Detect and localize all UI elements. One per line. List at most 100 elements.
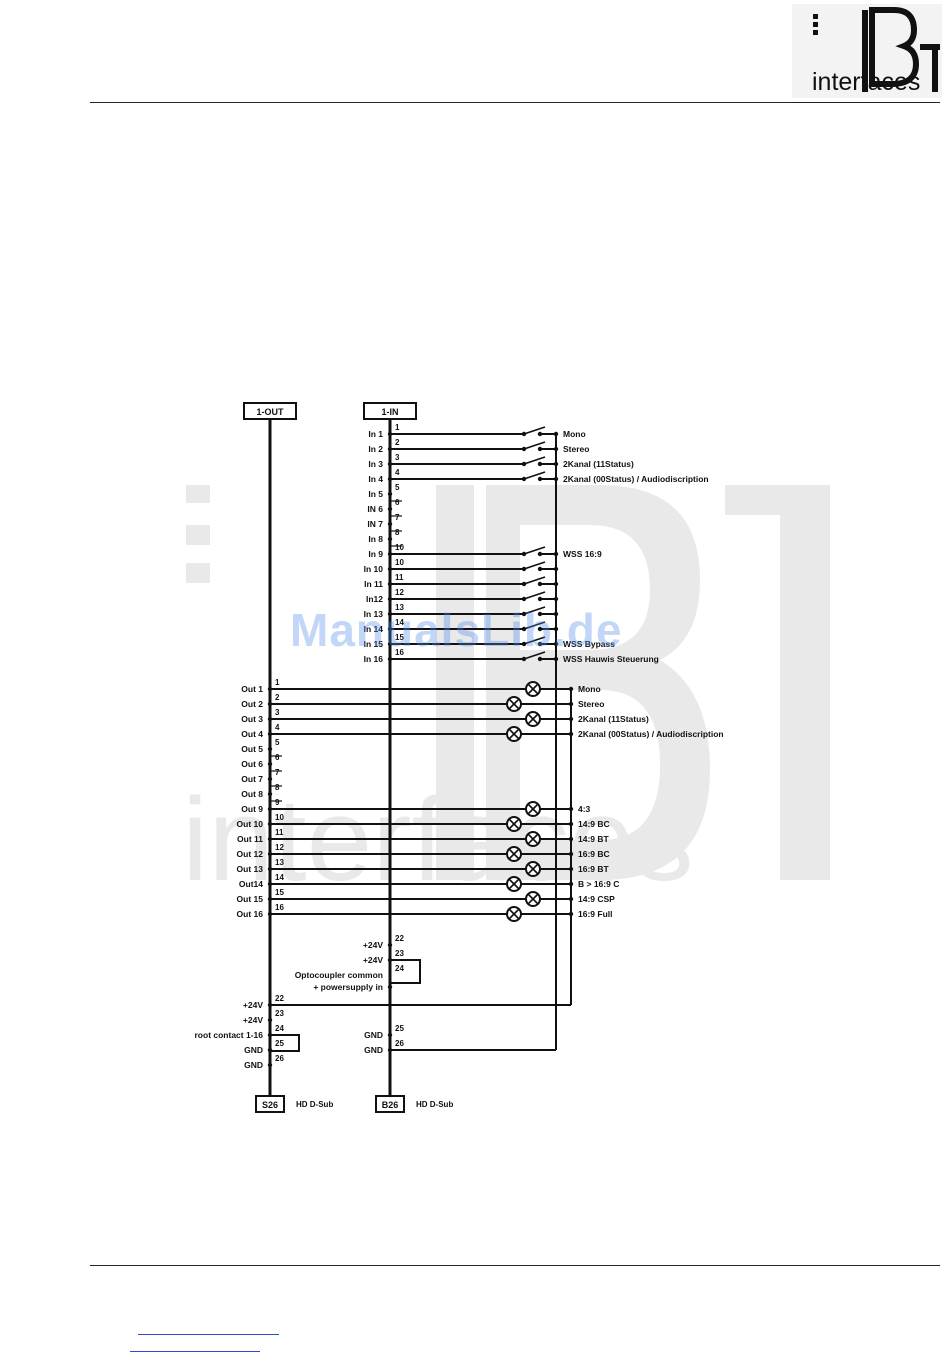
input-name: In 15 [364, 639, 384, 649]
output-name: Out 2 [241, 699, 263, 709]
output-name: Out 15 [237, 894, 264, 904]
out-header-label: 1-OUT [257, 407, 285, 417]
junction-dot [568, 731, 574, 737]
input-function: 2Kanal (00Status) / Audiodiscription [563, 474, 709, 484]
switch-blade [523, 651, 546, 660]
output-name: Out 10 [237, 819, 264, 829]
input-name: IN 6 [367, 504, 383, 514]
out-power-label: +24V [243, 1015, 263, 1025]
header-divider [90, 102, 940, 103]
input-name: In 10 [364, 564, 384, 574]
out-footer-box [255, 1095, 285, 1113]
input-name: In 16 [364, 654, 384, 664]
lamp-cross [508, 848, 520, 860]
output-pin: 4 [275, 723, 280, 732]
in-footer-type: HD D-Sub [416, 1100, 453, 1109]
in-power-pin: 24 [395, 964, 404, 973]
output-name: Out 4 [241, 729, 263, 739]
output-name: Out 3 [241, 714, 263, 724]
in-power-pin: 23 [395, 949, 404, 958]
junction-dot [568, 881, 574, 887]
output-dot [267, 746, 273, 752]
input-function: Stereo [563, 444, 589, 454]
output-function: 14:9 CSP [578, 894, 615, 904]
input-pin: 1 [395, 423, 400, 432]
logo-word: interfaces [812, 68, 920, 96]
lamp-cross [508, 728, 520, 740]
junction-dot [553, 431, 559, 437]
lamp-cross [508, 908, 520, 920]
junction-dot [568, 836, 574, 842]
junction-dot [553, 626, 559, 632]
out-power-pin: 25 [275, 1039, 284, 1048]
output-pin: 10 [275, 813, 284, 822]
in-footer-box [375, 1095, 405, 1113]
input-pin: 10 [395, 558, 404, 567]
footer-link-1[interactable] [138, 1334, 279, 1335]
output-pin: 8 [275, 783, 280, 792]
output-name: Out 1 [241, 684, 263, 694]
junction-dot [553, 641, 559, 647]
output-function: 4:3 [578, 804, 591, 814]
power-dot [387, 1032, 393, 1038]
lamp-cross [508, 878, 520, 890]
output-function: B > 16:9 C [578, 879, 619, 889]
switch-blade [523, 456, 546, 465]
input-name: In 9 [368, 549, 383, 559]
switch-blade [523, 441, 546, 450]
in-power-label: + powersupply in [313, 982, 383, 992]
input-dot [387, 506, 393, 512]
output-name: Out 7 [241, 774, 263, 784]
in-power-label: +24V [363, 955, 383, 965]
power-dot [387, 942, 393, 948]
junction-dot [553, 596, 559, 602]
output-name: Out 6 [241, 759, 263, 769]
input-name: In12 [366, 594, 383, 604]
input-name: In 14 [364, 624, 384, 634]
input-dot [387, 491, 393, 497]
output-pin: 14 [275, 873, 284, 882]
junction-dot [568, 851, 574, 857]
input-pin: 16 [395, 648, 404, 657]
input-function: Mono [563, 429, 586, 439]
input-dot [387, 536, 393, 542]
input-name: In 13 [364, 609, 384, 619]
lamp-cross [508, 698, 520, 710]
switch-blade [523, 561, 546, 570]
out-power-label: root contact 1-16 [195, 1030, 264, 1040]
footer-divider [90, 1265, 940, 1266]
power-dot [267, 1017, 273, 1023]
in-header-label: 1-IN [381, 407, 398, 417]
out-footer-type: HD D-Sub [296, 1100, 333, 1109]
input-function: WSS Bypass [563, 639, 615, 649]
junction-dot [568, 716, 574, 722]
output-function: 2Kanal (00Status) / Audiodiscription [578, 729, 724, 739]
output-name: Out 9 [241, 804, 263, 814]
lamp-cross [527, 713, 539, 725]
in-power-pin: 25 [395, 1024, 404, 1033]
input-pin: 10 [395, 543, 404, 552]
lamp-cross [527, 833, 539, 845]
lamp-cross [527, 893, 539, 905]
output-pin: 16 [275, 903, 284, 912]
output-pin: 1 [275, 678, 280, 687]
junction-dot [568, 866, 574, 872]
output-pin: 15 [275, 888, 284, 897]
input-pin: 5 [395, 483, 400, 492]
junction-dot [553, 611, 559, 617]
junction-dot [553, 461, 559, 467]
in-power-pin: 26 [395, 1039, 404, 1048]
switch-blade [523, 591, 546, 600]
footer-link-2[interactable] [130, 1351, 260, 1352]
junction-dot [553, 476, 559, 482]
input-pin: 14 [395, 618, 404, 627]
output-pin: 12 [275, 843, 284, 852]
output-pin: 3 [275, 708, 280, 717]
input-pin: 4 [395, 468, 400, 477]
output-pin: 2 [275, 693, 280, 702]
out-power-label: GND [244, 1060, 263, 1070]
switch-blade [523, 606, 546, 615]
output-pin: 7 [275, 768, 280, 777]
output-function: 14:9 BT [578, 834, 610, 844]
ibt-logo: interfaces [792, 4, 942, 98]
